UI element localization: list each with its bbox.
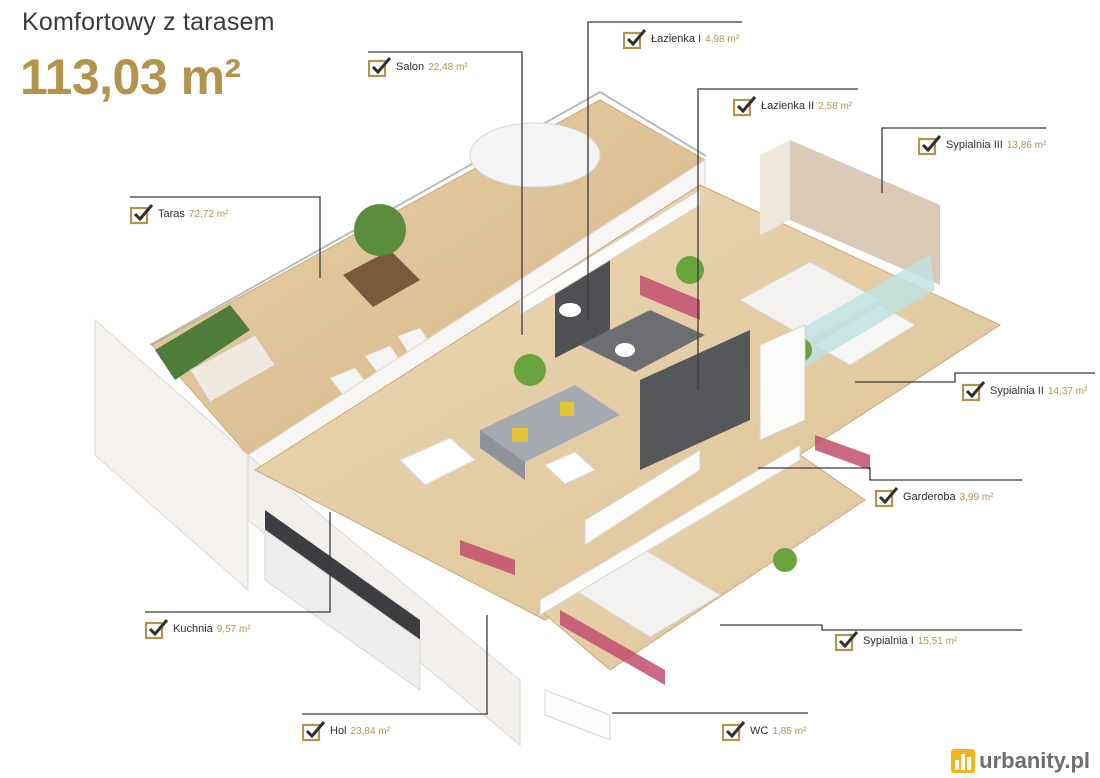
checkbox-icon bbox=[918, 135, 942, 156]
room-area: 9,57 m² bbox=[216, 623, 251, 635]
watermark-text: urbanity.pl bbox=[979, 748, 1090, 773]
leader-line-sypialnia-3 bbox=[881, 127, 1046, 193]
watermark: urbanity.pl bbox=[950, 748, 1090, 774]
room-area: 4,98 m² bbox=[705, 33, 740, 45]
room-label-kuchnia: Kuchnia 9,57 m² bbox=[145, 618, 251, 640]
checkbox-icon bbox=[722, 721, 746, 742]
wardrobes bbox=[460, 275, 870, 685]
checkbox-icon bbox=[130, 204, 154, 225]
building-logo-icon bbox=[951, 749, 976, 773]
room-name: Hol bbox=[330, 725, 347, 737]
room-area: 22,48 m² bbox=[428, 61, 468, 73]
total-area: 113,03 m² bbox=[20, 49, 241, 105]
room-name: Sypialnia III bbox=[946, 139, 1003, 151]
leader-line-lazienka-2 bbox=[697, 88, 858, 390]
room-label-sypialnia-3: Sypialnia III 13,86 m² bbox=[918, 134, 1046, 156]
room-name: Garderoba bbox=[903, 491, 956, 503]
checkbox-icon bbox=[733, 96, 757, 117]
leader-line-salon bbox=[368, 51, 523, 335]
leader-line-sypialnia-2 bbox=[855, 372, 1095, 383]
checkbox-icon bbox=[623, 29, 647, 50]
checkbox-icon bbox=[875, 487, 899, 508]
leader-line-kuchnia bbox=[145, 512, 331, 613]
room-area: 72,72 m² bbox=[188, 208, 229, 220]
checkbox-icon bbox=[145, 619, 169, 640]
room-name: Taras bbox=[158, 208, 185, 220]
leader-line-hol bbox=[302, 615, 488, 715]
room-label-lazienka-2: Łazienka II 2,58 m² bbox=[733, 95, 852, 117]
checkbox-icon bbox=[302, 721, 326, 742]
leader-line-taras bbox=[130, 196, 321, 278]
room-name: WC bbox=[750, 725, 769, 737]
room-label-sypialnia-1: Sypialnia I 15,51 m² bbox=[835, 630, 957, 652]
room-name: Salon bbox=[396, 61, 425, 73]
room-name: Sypialnia I bbox=[863, 635, 914, 647]
room-name: Łazienka I bbox=[651, 33, 702, 45]
living-furniture bbox=[399, 256, 704, 486]
leader-line-garderoba bbox=[758, 467, 1022, 481]
room-label-sypialnia-2: Sypialnia II 14,37 m² bbox=[962, 380, 1087, 402]
partition-walls bbox=[519, 189, 806, 741]
kitchen-counter bbox=[264, 510, 421, 691]
room-name: Sypialnia II bbox=[990, 385, 1044, 397]
room-area: 1,85 m² bbox=[772, 725, 807, 737]
room-area: 14,37 m² bbox=[1047, 385, 1088, 397]
room-label-taras: Taras 72,72 m² bbox=[130, 203, 228, 225]
bathrooms bbox=[555, 252, 750, 470]
room-area: 13,86 m² bbox=[1006, 139, 1047, 151]
checkbox-icon bbox=[835, 631, 859, 652]
room-area: 15,51 m² bbox=[917, 635, 958, 647]
checkbox-icon bbox=[368, 57, 392, 78]
room-name: Kuchnia bbox=[173, 623, 213, 635]
leader-line-lazienka-1 bbox=[587, 21, 742, 320]
room-label-lazienka-1: Łazienka I 4,98 m² bbox=[623, 28, 739, 50]
room-area: 2,58 m² bbox=[818, 100, 853, 112]
leader-line-sypialnia-1 bbox=[720, 624, 1022, 631]
room-label-hol: Hol 23,84 m² bbox=[302, 720, 390, 742]
checkbox-icon bbox=[962, 381, 986, 402]
room-area: 23,84 m² bbox=[350, 725, 390, 737]
room-label-salon: Salon 22,48 m² bbox=[368, 56, 468, 78]
room-name: Łazienka II bbox=[761, 100, 815, 112]
page-title: Komfortowy z tarasem bbox=[22, 8, 275, 36]
room-label-garderoba: Garderoba 3,99 m² bbox=[875, 486, 994, 508]
room-area: 3,99 m² bbox=[959, 491, 994, 503]
room-label-wc: WC 1,85 m² bbox=[722, 720, 806, 742]
